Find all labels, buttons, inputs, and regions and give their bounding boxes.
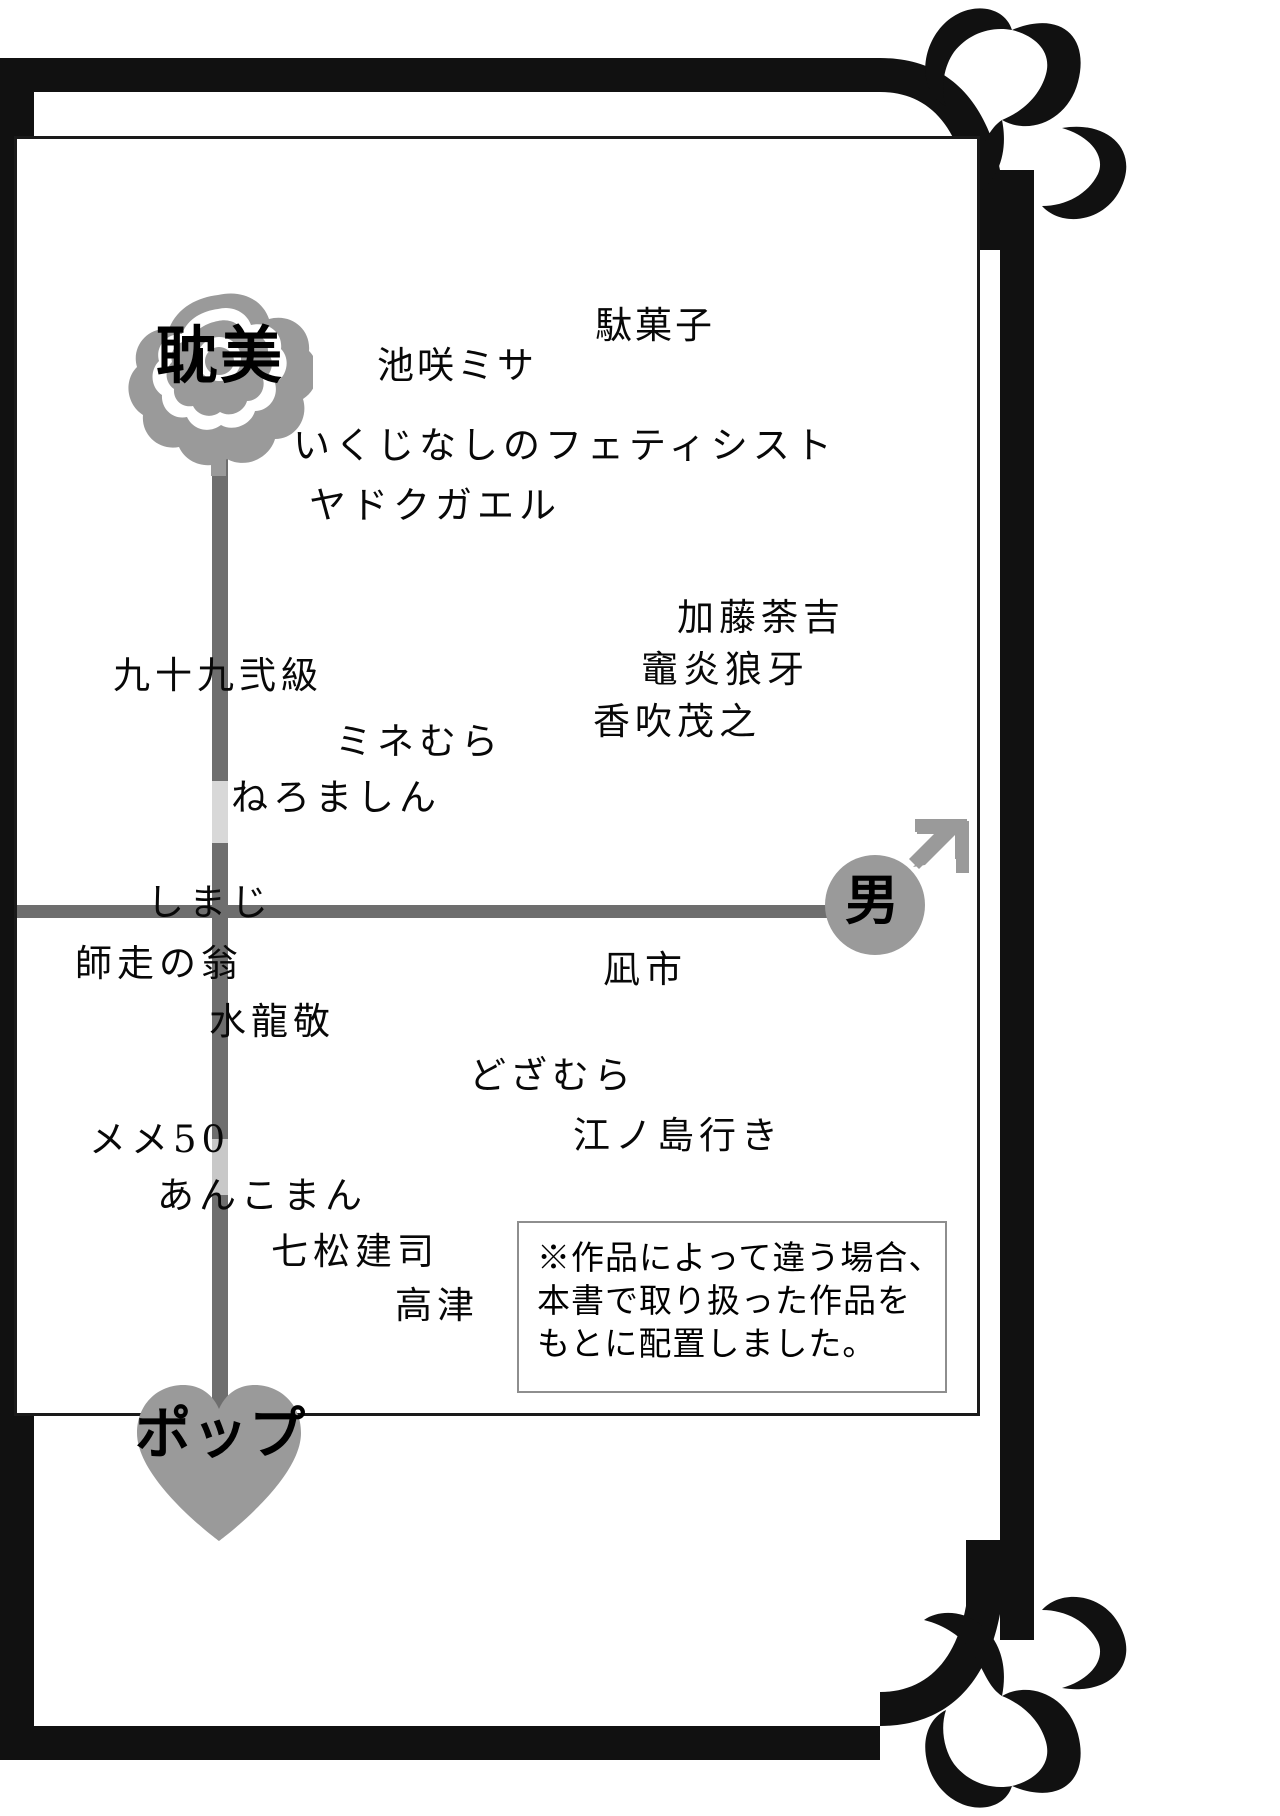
plot-label: 加藤荼吉 [677,596,845,639]
plot-label: ミネむら [335,720,503,763]
male-symbol-icon [825,819,969,955]
horizontal-axis [17,905,862,918]
vertical-axis-gap-upper [212,781,228,843]
plot-label: メメ50 [89,1118,231,1161]
plot-label: 高津 [395,1284,479,1327]
plot-label: 江ノ島行き [573,1114,783,1157]
heart-icon [137,1385,301,1541]
plot-label: 九十九弐級 [113,654,323,697]
chart-page: 耽美 ポップ 男 駄菓子 池咲ミサ いくじなしのフェティシスト ヤドクガエル 加… [14,136,980,1541]
rose-icon [128,293,313,476]
axis-right-label: 男 [845,869,899,932]
note-box: ※作品によって違う場合、 本書で取り扱った作品を もとに配置しました。 [517,1221,947,1393]
vertical-axis-gap-lower [212,1139,228,1195]
axis-top-label: 耽美 [155,319,284,392]
plot-label: ヤドクガエル [309,484,561,527]
axis-bottom-label: ポップ [135,1402,306,1467]
plot-label: あんこまん [157,1174,367,1217]
plot-label: 駄菓子 [595,304,715,347]
note-line: 本書で取り扱った作品を [537,1280,911,1320]
plot-label: 池咲ミサ [377,344,537,387]
plot-label: 香吹茂之 [593,700,761,743]
plot-label: 水龍敬 [209,1000,335,1043]
plot-label: 七松建司 [271,1230,439,1273]
plot-label: 師走の翁 [75,942,243,985]
plot-label: いくじなしのフェティシスト [293,424,837,467]
note-line: もとに配置しました。 [537,1323,877,1363]
plot-label: どざむら [469,1054,636,1097]
plot-label: 凪市 [603,948,687,991]
note-line: ※作品によって違う場合、 [537,1238,943,1277]
plot-label: ねろましん [231,776,441,819]
plot-label: 竈炎狼牙 [641,648,809,691]
plot-label: しまじ [147,881,273,924]
